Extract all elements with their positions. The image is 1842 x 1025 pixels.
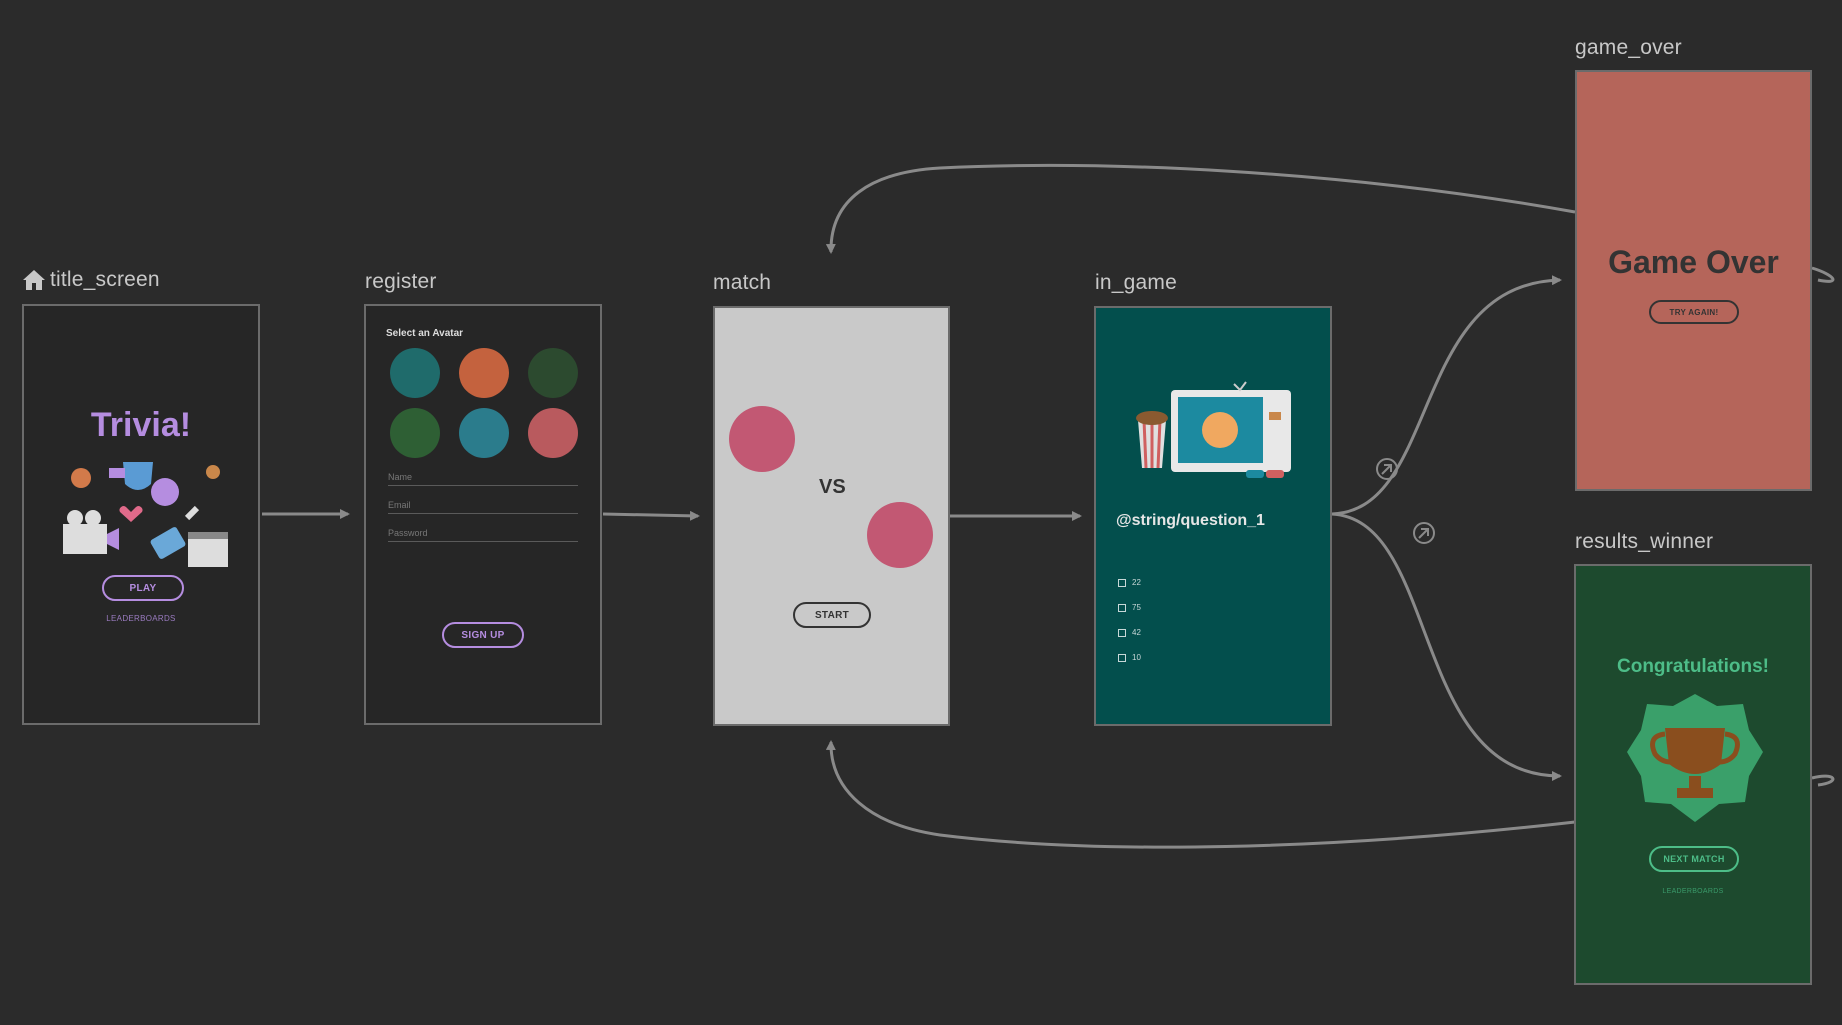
checkbox[interactable] bbox=[1118, 603, 1126, 612]
title-screen-preview[interactable]: Trivia! PLAY LEADERBOARDS bbox=[22, 304, 260, 725]
avatar-option[interactable] bbox=[528, 348, 578, 398]
checkbox[interactable] bbox=[1118, 653, 1126, 662]
home-icon bbox=[23, 270, 45, 290]
self-loop-results bbox=[1811, 774, 1835, 787]
register-label: register bbox=[365, 270, 437, 293]
select-avatar-heading: Select an Avatar bbox=[386, 328, 464, 339]
leaderboards-link[interactable]: LEADERBOARDS bbox=[1662, 888, 1724, 895]
results-winner-preview[interactable]: Congratulations! NEXT MATCH LEADERBOARDS bbox=[1574, 564, 1812, 985]
avatar-option[interactable] bbox=[390, 408, 440, 458]
in-game-label: in_game bbox=[1095, 271, 1177, 294]
game-over-preview[interactable]: Game Over TRY AGAIN! bbox=[1575, 70, 1812, 491]
answer-option[interactable]: 22 bbox=[1118, 578, 1141, 587]
leaderboards-link[interactable]: LEADERBOARDS bbox=[106, 614, 176, 623]
start-button[interactable]: START bbox=[793, 602, 871, 628]
email-field[interactable]: Email bbox=[388, 500, 578, 514]
game-over-label: game_over bbox=[1575, 36, 1682, 59]
arrow-register-to-match bbox=[602, 510, 700, 521]
sign-up-button[interactable]: SIGN UP bbox=[442, 622, 524, 648]
arrow-results-to-match bbox=[825, 740, 1576, 849]
next-match-button[interactable]: NEXT MATCH bbox=[1649, 846, 1739, 872]
avatar-option[interactable] bbox=[459, 408, 509, 458]
checkbox[interactable] bbox=[1118, 628, 1126, 637]
congratulations-title: Congratulations! bbox=[1617, 656, 1769, 677]
in-game-preview[interactable]: @string/question_1 22 75 42 10 bbox=[1094, 306, 1332, 726]
answer-option[interactable]: 10 bbox=[1118, 653, 1141, 662]
vs-text: VS bbox=[819, 476, 846, 498]
match-label: match bbox=[713, 271, 772, 294]
avatar-option[interactable] bbox=[528, 408, 578, 458]
avatar-option[interactable] bbox=[390, 348, 440, 398]
arrow-gameover-to-match bbox=[825, 163, 1576, 254]
play-button[interactable]: PLAY bbox=[102, 575, 184, 601]
register-preview[interactable]: Select an Avatar Name Email Password SIG… bbox=[364, 304, 602, 725]
results-winner-label: results_winner bbox=[1575, 530, 1714, 553]
tv-illustration bbox=[1136, 381, 1291, 478]
answer-option[interactable]: 42 bbox=[1118, 628, 1141, 637]
checkbox[interactable] bbox=[1118, 578, 1126, 587]
arrow-ingame-to-gameover bbox=[1331, 275, 1562, 516]
answer-option[interactable]: 75 bbox=[1118, 603, 1141, 612]
title-screen-label: title_screen bbox=[22, 268, 160, 292]
trivia-illustration bbox=[63, 462, 228, 567]
self-loop-gameover bbox=[1811, 266, 1835, 283]
question-text: @string/question_1 bbox=[1116, 512, 1265, 529]
match-preview[interactable]: VS START bbox=[713, 306, 950, 726]
game-over-title: Game Over bbox=[1608, 244, 1779, 280]
password-field[interactable]: Password bbox=[388, 528, 578, 542]
deep-link-icon bbox=[1413, 522, 1435, 544]
arrow-ingame-to-results bbox=[1331, 512, 1562, 781]
name-field[interactable]: Name bbox=[388, 472, 578, 486]
avatar-option[interactable] bbox=[459, 348, 509, 398]
trivia-title: Trivia! bbox=[90, 406, 192, 444]
try-again-button[interactable]: TRY AGAIN! bbox=[1649, 300, 1739, 324]
deep-link-icon bbox=[1376, 458, 1398, 480]
player-avatar bbox=[729, 406, 795, 472]
opponent-avatar bbox=[867, 502, 933, 568]
trophy-illustration bbox=[1627, 694, 1763, 822]
